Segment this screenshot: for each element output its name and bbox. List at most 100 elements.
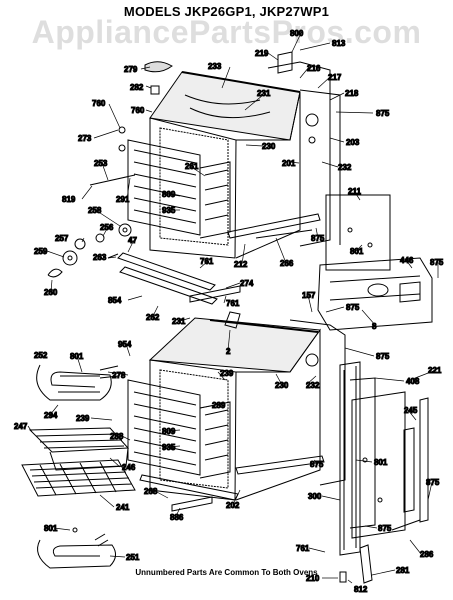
- upper-oven-rack: [127, 139, 231, 239]
- callout-282: 282: [130, 83, 144, 92]
- upper-back-panel: [325, 194, 391, 271]
- callout-294: 294: [44, 411, 58, 420]
- lower-oven-cavity: [148, 311, 321, 501]
- callout-266: 266: [280, 259, 294, 268]
- callout-875-d: 875: [346, 303, 360, 312]
- upper-trim-bars: [117, 213, 321, 305]
- callout-263: 263: [93, 253, 107, 262]
- callout-761-a: 761: [200, 257, 214, 266]
- callout-875-a: 875: [376, 109, 390, 118]
- callout-801-d: 801: [44, 524, 58, 533]
- callout-210: 210: [306, 574, 320, 583]
- callout-819: 819: [62, 195, 76, 204]
- callout-274: 274: [240, 279, 254, 288]
- broiler-pan: [28, 427, 130, 471]
- callout-761-b: 761: [226, 299, 240, 308]
- callout-211: 211: [348, 187, 361, 196]
- callout-289: 289: [212, 401, 226, 410]
- callout-245: 245: [404, 406, 418, 415]
- bake-element: [37, 527, 116, 569]
- callout-760b: 760: [131, 106, 145, 115]
- lower-side-frame: [289, 319, 346, 486]
- callout-279: 279: [124, 65, 138, 74]
- callout-875-e: 875: [376, 352, 390, 361]
- callout-875-c: 875: [430, 258, 444, 267]
- callout-217: 217: [328, 73, 342, 82]
- callout-233: 233: [208, 62, 222, 71]
- callout-labels: 800 813 219 216 217 218 279 233 282 231 …: [14, 29, 445, 595]
- callout-203: 203: [346, 138, 360, 147]
- leader-lines: [27, 30, 439, 584]
- callout-2: 2: [226, 347, 231, 356]
- callout-239: 239: [220, 369, 234, 378]
- lower-oven-rack: [127, 379, 231, 479]
- callout-260: 260: [44, 288, 58, 297]
- callout-273: 273: [78, 134, 92, 143]
- callout-216: 216: [307, 64, 321, 73]
- upper-rear-housing: [317, 257, 433, 331]
- callout-935: 935: [162, 206, 176, 215]
- callout-230-b: 230: [275, 381, 289, 390]
- watermark: AppliancePartsPros.com: [31, 14, 422, 50]
- callout-800: 800: [290, 29, 304, 38]
- callout-212: 212: [234, 260, 248, 269]
- callout-157: 157: [302, 291, 316, 300]
- callout-801-c: 801: [374, 458, 388, 467]
- callout-261: 261: [185, 162, 199, 171]
- callout-201: 201: [282, 159, 296, 168]
- callout-230: 230: [262, 142, 276, 151]
- callout-219: 219: [255, 49, 269, 58]
- callout-8: 8: [372, 322, 377, 331]
- callout-854: 854: [108, 296, 122, 305]
- lower-back-panel: [351, 391, 406, 539]
- callout-761-c: 761: [296, 544, 310, 553]
- callout-875-b: 875: [311, 234, 325, 243]
- callout-257: 257: [55, 234, 69, 243]
- callout-813: 813: [332, 39, 346, 48]
- callout-247: 247: [14, 422, 28, 431]
- callout-288: 288: [110, 432, 124, 441]
- callout-408: 408: [406, 377, 420, 386]
- callout-809-b: 809: [162, 427, 176, 436]
- callout-801-b: 801: [70, 352, 84, 361]
- callout-256: 256: [100, 223, 114, 232]
- callout-291: 291: [116, 195, 130, 204]
- callout-875-f: 875: [310, 460, 324, 469]
- callout-268: 268: [144, 487, 158, 496]
- callout-231-b: 231: [172, 317, 186, 326]
- callout-760: 760: [92, 99, 106, 108]
- callout-252: 252: [34, 351, 48, 360]
- callout-300: 300: [308, 492, 322, 501]
- callout-886: 886: [170, 513, 184, 522]
- callout-281: 281: [396, 566, 410, 575]
- callout-239-b: 239: [76, 414, 90, 423]
- callout-935-b: 935: [162, 443, 176, 452]
- diagram-title: MODELS JKP26GP1, JKP27WP1: [123, 4, 330, 19]
- callout-221: 221: [428, 366, 442, 375]
- callout-954: 954: [118, 340, 132, 349]
- callout-232-b: 232: [306, 381, 320, 390]
- callout-232: 232: [338, 163, 352, 172]
- callout-801-a: 801: [350, 247, 364, 256]
- callout-258: 258: [88, 206, 102, 215]
- footnote: Unnumbered Parts Are Common To Both Oven…: [135, 568, 318, 577]
- callout-875-g: 875: [426, 478, 440, 487]
- callout-875-h: 875: [378, 524, 392, 533]
- callout-286: 286: [420, 550, 434, 559]
- oven-rack-lower: [21, 459, 136, 497]
- callout-241: 241: [116, 503, 130, 512]
- callout-47: 47: [128, 236, 137, 245]
- callout-218: 218: [345, 89, 359, 98]
- callout-253: 253: [94, 159, 108, 168]
- broil-element: [36, 364, 119, 401]
- callout-809: 809: [162, 190, 176, 199]
- upper-oven-cavity: [149, 71, 301, 259]
- callout-251: 251: [126, 553, 140, 562]
- lower-hinge-parts: [339, 519, 421, 584]
- callout-278: 278: [112, 371, 126, 380]
- callout-446: 446: [400, 256, 414, 265]
- callout-202: 202: [226, 501, 240, 510]
- callout-246: 246: [122, 463, 136, 472]
